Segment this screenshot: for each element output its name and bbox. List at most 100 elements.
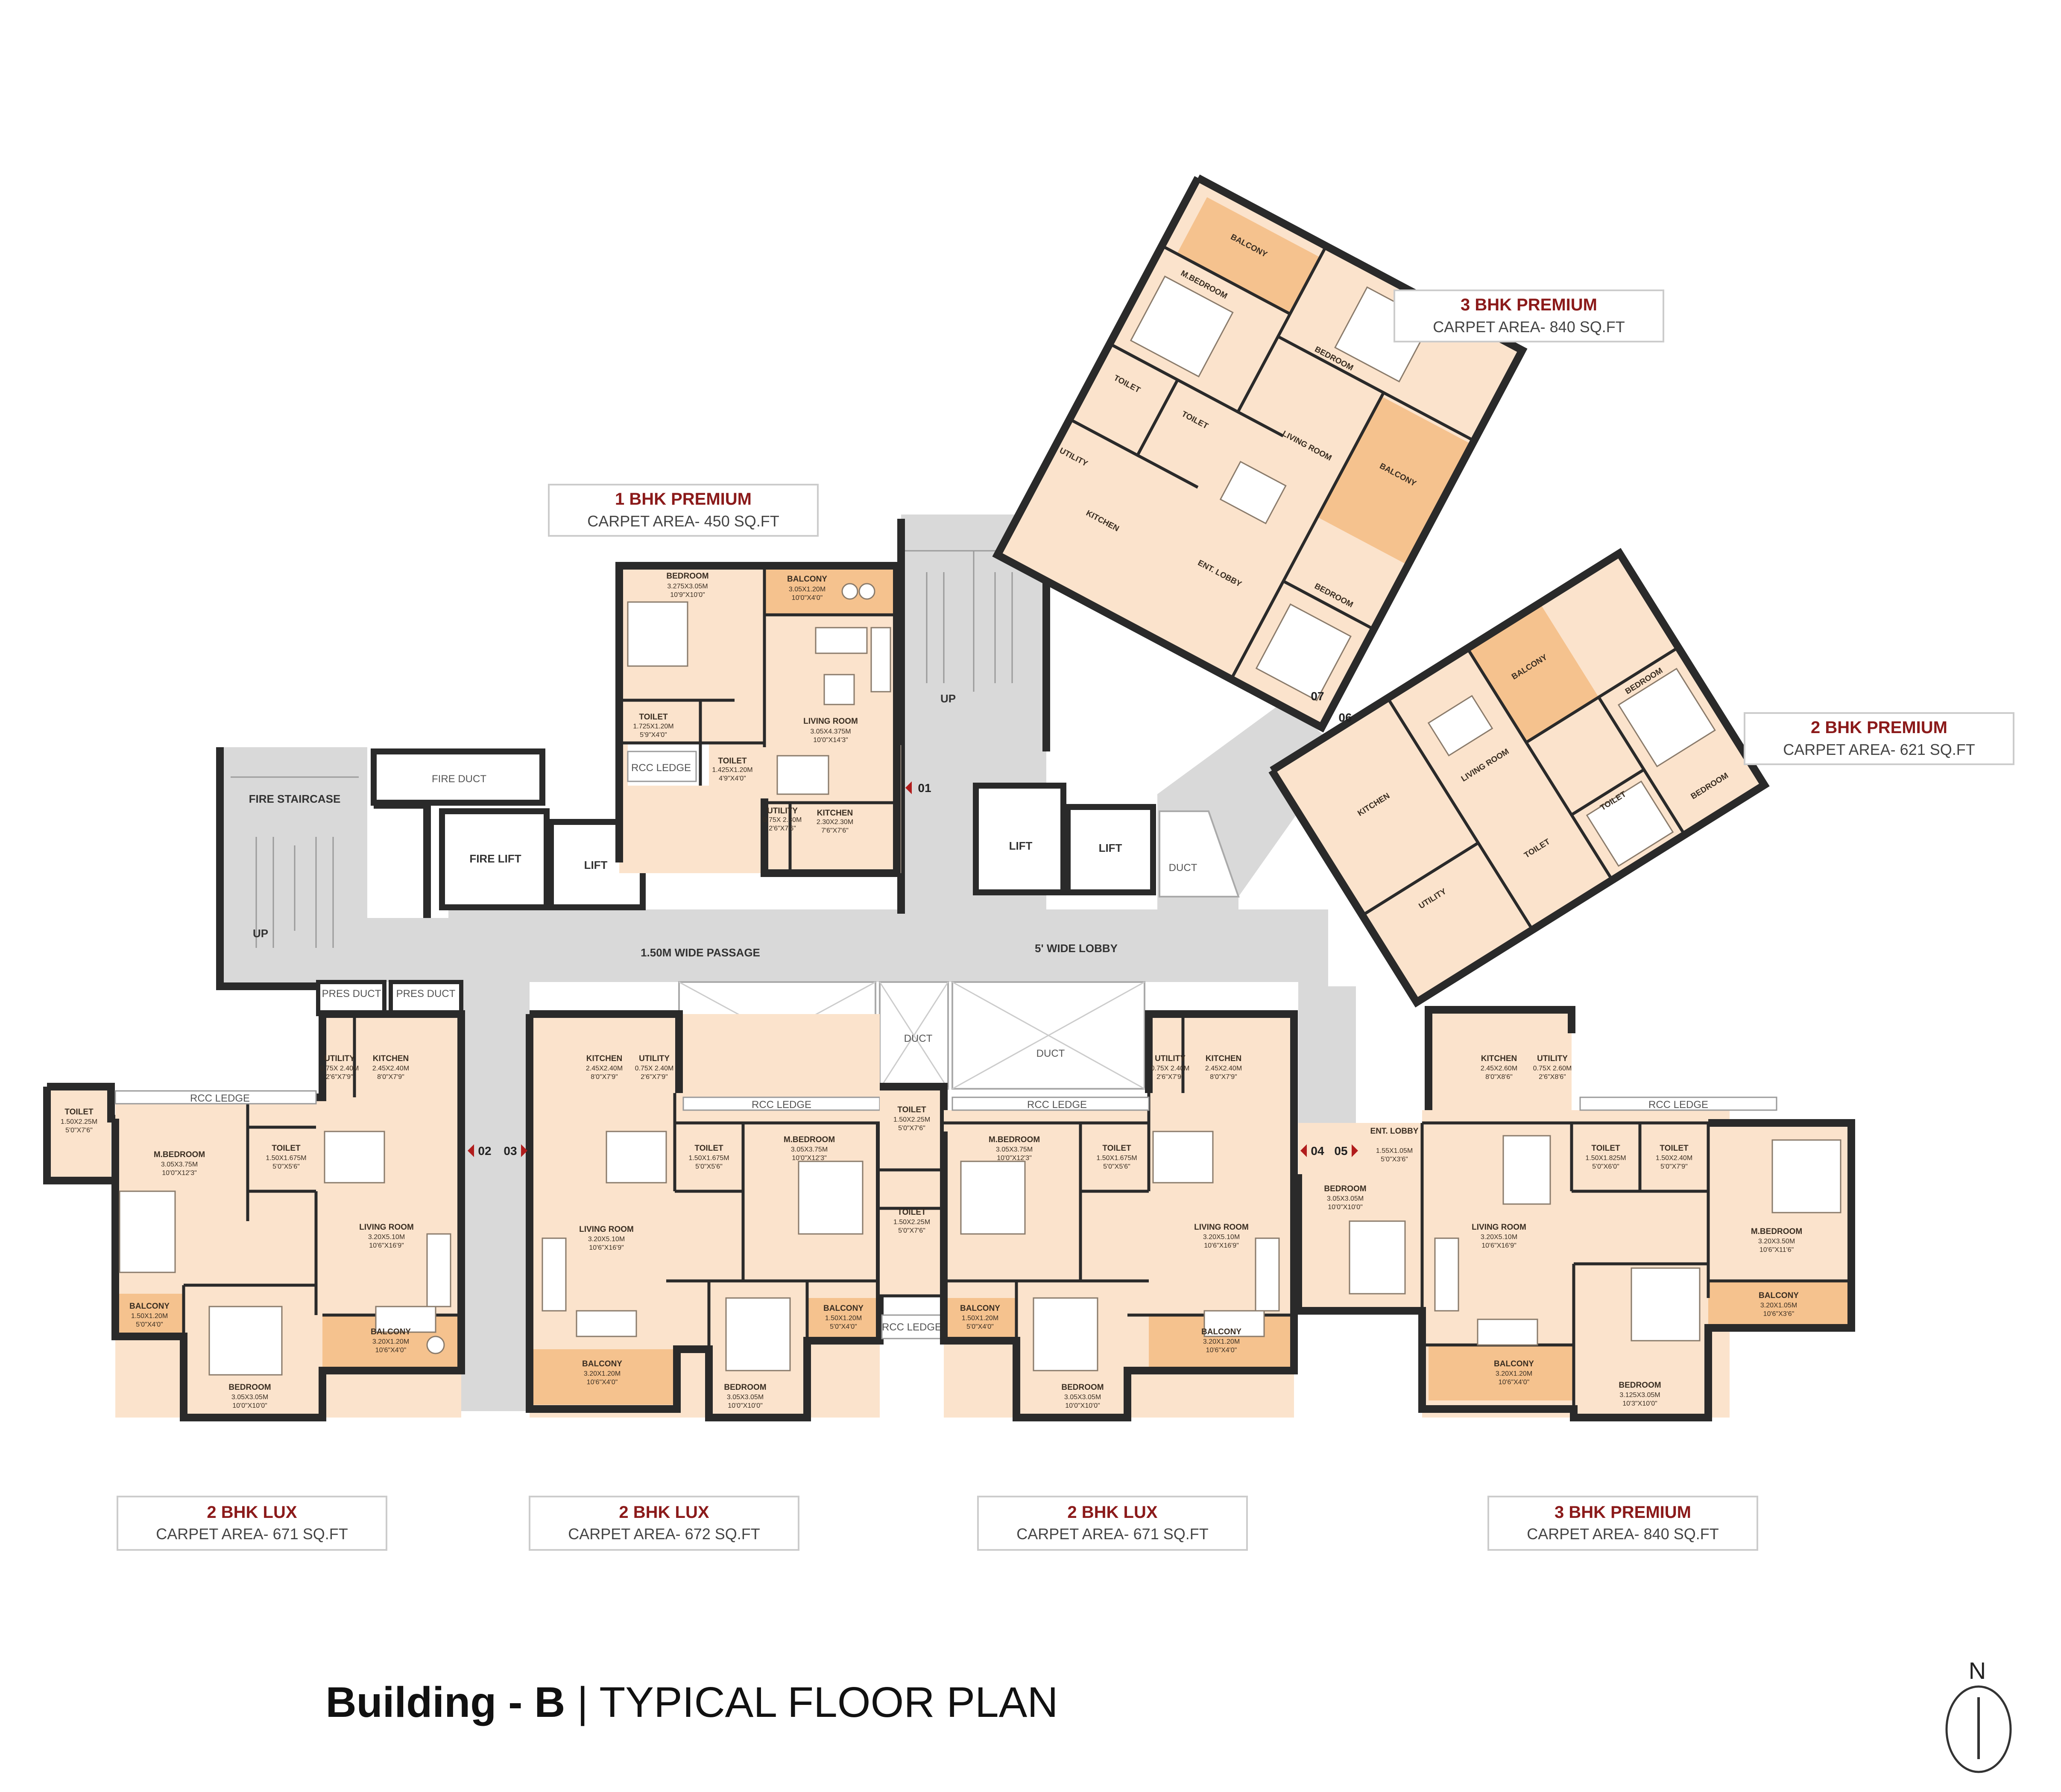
lift-label-2: LIFT bbox=[1009, 839, 1033, 852]
room-label: TOILET 1.50X1.825M 5'0"X6'0" bbox=[1585, 1144, 1626, 1170]
svg-text:3.05X3.75M: 3.05X3.75M bbox=[791, 1146, 828, 1153]
svg-text:1.50X2.25M: 1.50X2.25M bbox=[61, 1118, 97, 1125]
room-label: TOILET 1.50X2.40M 5'0"X7'9" bbox=[1656, 1144, 1692, 1170]
svg-text:KITCHEN: KITCHEN bbox=[586, 1054, 622, 1063]
fire-lift bbox=[439, 808, 550, 910]
svg-text:1.55X1.05M: 1.55X1.05M bbox=[1376, 1147, 1413, 1155]
north-arrow-icon bbox=[1945, 1685, 2012, 1773]
plant-icon bbox=[841, 583, 858, 600]
svg-text:3.05X3.05M: 3.05X3.05M bbox=[1064, 1394, 1101, 1401]
room-label: BALCONY 3.20X1.05M 10'6"X3'6" bbox=[1759, 1291, 1799, 1318]
svg-text:3.05X4.375M: 3.05X4.375M bbox=[810, 728, 851, 735]
plant-icon bbox=[426, 1336, 445, 1354]
svg-text:3.05X3.05M: 3.05X3.05M bbox=[727, 1394, 764, 1401]
svg-text:02: 02 bbox=[478, 1144, 491, 1158]
unit-label-1bhk: 1 BHK PREMIUM CARPET AREA- 450 SQ.FT bbox=[548, 484, 819, 537]
room-label: BEDROOM 3.05X3.05M 10'0"X10'0" bbox=[1061, 1383, 1104, 1409]
unit-3bhk-top: BALCONY M.BEDROOM BEDROOM BALCONY TOILET… bbox=[992, 174, 1528, 733]
flat-tag-01: 01 bbox=[905, 781, 931, 795]
room-label: BEDROOM 3.125X3.05M 10'3"X10'0" bbox=[1619, 1381, 1661, 1407]
svg-text:CARPET AREA- 840 SQ.FT: CARPET AREA- 840 SQ.FT bbox=[1527, 1525, 1718, 1543]
fire-stair-up: UP bbox=[253, 927, 268, 940]
svg-text:3.275X3.05M: 3.275X3.05M bbox=[667, 583, 708, 590]
sofa-icon bbox=[815, 627, 868, 654]
bed-icon bbox=[1631, 1267, 1701, 1342]
svg-text:07: 07 bbox=[1311, 690, 1324, 703]
bed-icon bbox=[725, 1297, 791, 1371]
bed-icon bbox=[1617, 668, 1716, 768]
room-label: TOILET 1.50X1.675M 5'0"X5'6" bbox=[266, 1144, 306, 1170]
svg-text:10'6"X16'9": 10'6"X16'9" bbox=[589, 1244, 624, 1251]
room-label: TOILET 1.725X1.20M 5'9"X4'0" bbox=[633, 713, 673, 739]
svg-text:10'6"X16'9": 10'6"X16'9" bbox=[1481, 1242, 1516, 1249]
svg-text:10'9"X10'0": 10'9"X10'0" bbox=[670, 591, 705, 599]
svg-text:3.20X5.10M: 3.20X5.10M bbox=[368, 1234, 405, 1241]
room-label: BALCONY 3.20X1.20M 10'6"X4'0" bbox=[1494, 1359, 1534, 1386]
svg-text:KITCHEN: KITCHEN bbox=[1206, 1054, 1241, 1063]
svg-text:UTILITY: UTILITY bbox=[1537, 1054, 1568, 1063]
svg-text:BALCONY: BALCONY bbox=[787, 575, 827, 584]
svg-text:10'6"X4'0": 10'6"X4'0" bbox=[1206, 1347, 1237, 1354]
room-label: LIVING ROOM 3.20X5.10M 10'6"X16'9" bbox=[359, 1223, 414, 1249]
room-label: TOILET 1.425X1.20M 4'9"X4'0" bbox=[712, 757, 752, 782]
svg-text:5'9"X4'0": 5'9"X4'0" bbox=[640, 731, 667, 739]
sofa-icon bbox=[1203, 1310, 1265, 1337]
svg-text:10'0"X10'0": 10'0"X10'0" bbox=[728, 1402, 763, 1409]
unit-label-2lux-c: 2 BHK LUX CARPET AREA- 671 SQ.FT bbox=[977, 1496, 1248, 1551]
page-title: Building - B | TYPICAL FLOOR PLAN bbox=[0, 1678, 1384, 1727]
fire-staircase-label: FIRE STAIRCASE bbox=[249, 792, 341, 805]
svg-text:TOILET: TOILET bbox=[272, 1144, 301, 1153]
svg-text:BALCONY: BALCONY bbox=[1201, 1327, 1241, 1336]
svg-text:3 BHK PREMIUM: 3 BHK PREMIUM bbox=[1461, 295, 1597, 314]
svg-text:10'0"X10'0": 10'0"X10'0" bbox=[1328, 1204, 1363, 1211]
bed-icon bbox=[208, 1306, 283, 1376]
svg-text:BEDROOM: BEDROOM bbox=[1619, 1381, 1661, 1390]
room-label: ENT. LOBBY ENT. LOBBY 1.55X1.05M 5'0"X3'… bbox=[1370, 1127, 1419, 1163]
dining-table-icon bbox=[1219, 461, 1287, 524]
svg-text:2.45X2.60M: 2.45X2.60M bbox=[1481, 1065, 1517, 1072]
svg-text:BALCONY: BALCONY bbox=[960, 1304, 1000, 1313]
room-label: TOILET 1.50X2.25M 5'0"X7'6" bbox=[893, 1208, 930, 1234]
rcc-ledge-b: RCC LEDGE bbox=[752, 1099, 811, 1111]
svg-text:2.45X2.40M: 2.45X2.40M bbox=[1205, 1065, 1242, 1072]
rcc-ledge-a: RCC LEDGE bbox=[190, 1093, 250, 1104]
svg-text:KITCHEN: KITCHEN bbox=[373, 1054, 409, 1063]
room-label: TOILET 1.50X1.675M 5'0"X5'6" bbox=[688, 1144, 729, 1170]
svg-text:TOILET: TOILET bbox=[694, 1144, 723, 1153]
svg-text:CARPET AREA- 621 SQ.FT: CARPET AREA- 621 SQ.FT bbox=[1783, 741, 1975, 758]
svg-text:5'0"X4'0": 5'0"X4'0" bbox=[966, 1323, 994, 1330]
room-label: UTILITY 0.75X 2.60M 2'6"X8'6" bbox=[1533, 1054, 1572, 1081]
svg-text:10'0"X12'3": 10'0"X12'3" bbox=[997, 1155, 1032, 1162]
svg-text:TOILET: TOILET bbox=[897, 1105, 926, 1114]
fire-staircase bbox=[220, 747, 367, 984]
bed-icon bbox=[1130, 275, 1234, 377]
unit-1bhk: RCC LEDGE BEDROOM 3.275X3.05M 10'9"X10'0… bbox=[615, 562, 901, 877]
svg-text:2'6"X7'9": 2'6"X7'9" bbox=[641, 1073, 668, 1081]
flat-tag-03: 03 bbox=[504, 1144, 527, 1158]
svg-text:2 BHK LUX: 2 BHK LUX bbox=[1067, 1503, 1157, 1522]
room-label: KITCHEN 2.30X2.30M 7'6"X7'6" bbox=[817, 809, 853, 834]
sofa-icon bbox=[1255, 1237, 1280, 1312]
svg-text:1.50X1.675M: 1.50X1.675M bbox=[266, 1155, 306, 1162]
unit-label-3bhk-top: 3 BHK PREMIUM CARPET AREA- 840 SQ.FT bbox=[1394, 289, 1664, 342]
svg-text:10'6"X3'6": 10'6"X3'6" bbox=[1763, 1310, 1795, 1318]
svg-text:CARPET AREA- 672 SQ.FT: CARPET AREA- 672 SQ.FT bbox=[568, 1525, 760, 1543]
svg-text:05: 05 bbox=[1334, 1144, 1347, 1158]
svg-text:M.BEDROOM: M.BEDROOM bbox=[1751, 1227, 1802, 1236]
svg-text:10'0"X10'0": 10'0"X10'0" bbox=[232, 1402, 267, 1409]
svg-text:1.50X1.825M: 1.50X1.825M bbox=[1585, 1155, 1626, 1162]
svg-text:BEDROOM: BEDROOM bbox=[1324, 1184, 1366, 1193]
room-label: UTILITY 0.75X 2.40M 2'6"X7'9" bbox=[635, 1054, 674, 1081]
svg-text:1.50X2.40M: 1.50X2.40M bbox=[1656, 1155, 1692, 1162]
fire-duct-label: FIRE DUCT bbox=[432, 773, 486, 785]
svg-text:3.20X1.05M: 3.20X1.05M bbox=[1760, 1302, 1797, 1309]
flat-tag-05: 05 bbox=[1334, 1144, 1358, 1158]
svg-text:10'0"X4'0": 10'0"X4'0" bbox=[792, 594, 823, 602]
unit-2bhk-right: BALCONY LIVING ROOM BEDROOM KITCHEN UTIL… bbox=[1268, 548, 1770, 1008]
svg-text:0.75X 2.40M: 0.75X 2.40M bbox=[635, 1065, 674, 1072]
svg-text:UTILITY: UTILITY bbox=[639, 1054, 670, 1063]
lift-label-1: LIFT bbox=[584, 859, 608, 871]
svg-text:3.05X3.05M: 3.05X3.05M bbox=[1327, 1195, 1364, 1202]
svg-text:3.05X3.05M: 3.05X3.05M bbox=[231, 1394, 268, 1401]
